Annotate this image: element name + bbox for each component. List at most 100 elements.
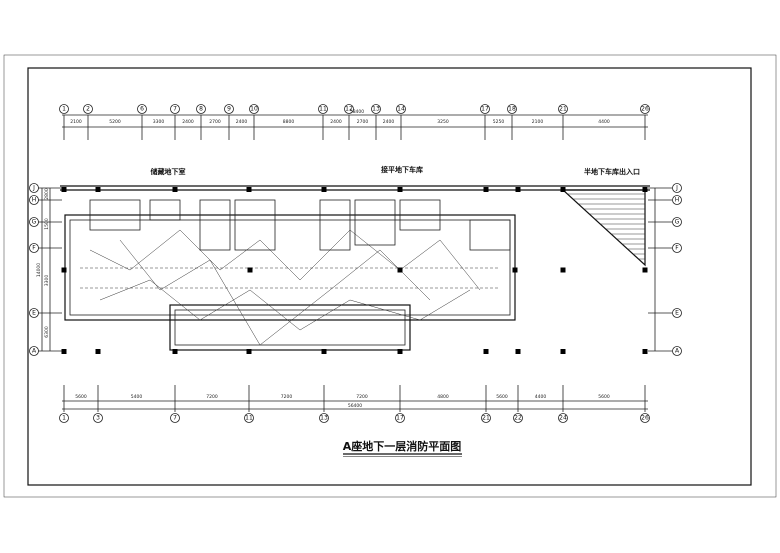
dimension-text: 2400 [182,119,194,125]
axis-label: A [675,348,680,355]
axis-label: E [32,310,36,317]
column [560,349,566,354]
axis-label: 3 [96,415,100,422]
axis-bubble [558,413,568,423]
dimension-text: 7200 [281,394,293,400]
axis-label: 7 [173,106,177,113]
axis-bubble [224,104,234,114]
dimension-text: 3250 [437,119,449,125]
axis-label: 21 [559,106,567,113]
axis-label: H [675,197,680,204]
axis-label: 26 [641,106,649,113]
column [560,267,566,273]
top-axis-grid: 1210025200633007240082700924001088001124… [59,104,650,140]
axis-bubble [83,104,93,114]
axis-label: 2 [86,106,90,113]
axis-bubble [672,346,682,356]
column [61,187,67,192]
axis-bubble [318,104,328,114]
column [642,349,648,354]
axis-label: 1 [62,415,66,422]
dimension-text: 4800 [437,394,449,400]
column [515,349,521,354]
dimension-text: 5200 [109,119,121,125]
dimension-text: 5600 [496,394,508,400]
axis-bubble [244,413,254,423]
axis-bubble [29,217,39,227]
column [321,349,327,354]
axis-label: 7 [173,415,177,422]
dimension-text: 4400 [598,119,610,125]
dimension-text: 8800 [283,119,295,125]
axis-bubble [29,195,39,205]
dimension-text: 5250 [493,119,505,125]
axis-label: 8 [199,106,203,113]
axis-bubble [396,104,406,114]
room-label-storage: 储藏地下室 [150,167,186,176]
axis-bubble [672,243,682,253]
dimension-text: 2400 [383,119,395,125]
drawing-title: A座地下一层消防平面图 [343,439,462,453]
axis-label: 11 [245,415,253,422]
column [397,349,403,354]
bottom-axis-grid: 5640015600354007720011720013720017480021… [59,385,650,423]
column [512,267,518,273]
dimension-text: 2700 [209,119,221,125]
column [321,187,327,192]
axis-bubble [59,413,69,423]
axis-bubble [672,308,682,318]
dimension-text: 3300 [44,275,50,287]
axis-label: 13 [372,106,380,113]
dimension-text: 2400 [236,119,248,125]
axis-bubble [170,104,180,114]
axis-bubble [513,413,523,423]
axis-label: G [32,219,37,226]
axis-label: 13 [320,415,328,422]
axis-label: 6 [140,106,144,113]
dimension-text: 2800 [44,188,50,200]
axis-label: 17 [396,415,404,422]
axis-bubble [319,413,329,423]
axis-label: J [32,185,35,192]
axis-bubble [344,104,354,114]
axis-bubble [29,346,39,356]
column [61,267,67,273]
axis-bubble [558,104,568,114]
left-total-text: 14000 [36,263,42,277]
dimension-text: 2700 [357,119,369,125]
axis-label: J [675,185,678,192]
axis-label: A [32,348,37,355]
dimension-text: 5600 [75,394,87,400]
axis-bubble [29,183,39,193]
axis-bubble [480,104,490,114]
dimension-text: 6300 [44,326,50,338]
column [95,349,101,354]
axis-bubble [249,104,259,114]
axis-bubble [481,413,491,423]
dimension-text: 5600 [598,394,610,400]
room-label-garage: 接平地下车库 [381,165,423,174]
axis-bubble [59,104,69,114]
dimension-text: 1500 [44,218,50,230]
dimension-text: 7200 [356,394,368,400]
axis-bubble [29,308,39,318]
dimension-text: 2400 [330,119,342,125]
dimension-text: 5400 [131,394,143,400]
axis-bubble [196,104,206,114]
axis-label: 1 [62,106,66,113]
axis-label: 18 [508,106,516,113]
dimension-text: 4400 [535,394,547,400]
axis-bubble [672,217,682,227]
axis-label: 11 [319,106,327,113]
axis-label: 14 [397,106,405,113]
axis-bubble [137,104,147,114]
column [642,187,648,192]
outer-border [3,54,777,498]
ramp-hatch [567,193,645,260]
structural-columns [61,187,648,354]
axis-label: 21 [482,415,490,422]
axis-bubble [672,195,682,205]
bottom-total-text: 56400 [348,403,362,409]
dimension-text: 3300 [153,119,165,125]
